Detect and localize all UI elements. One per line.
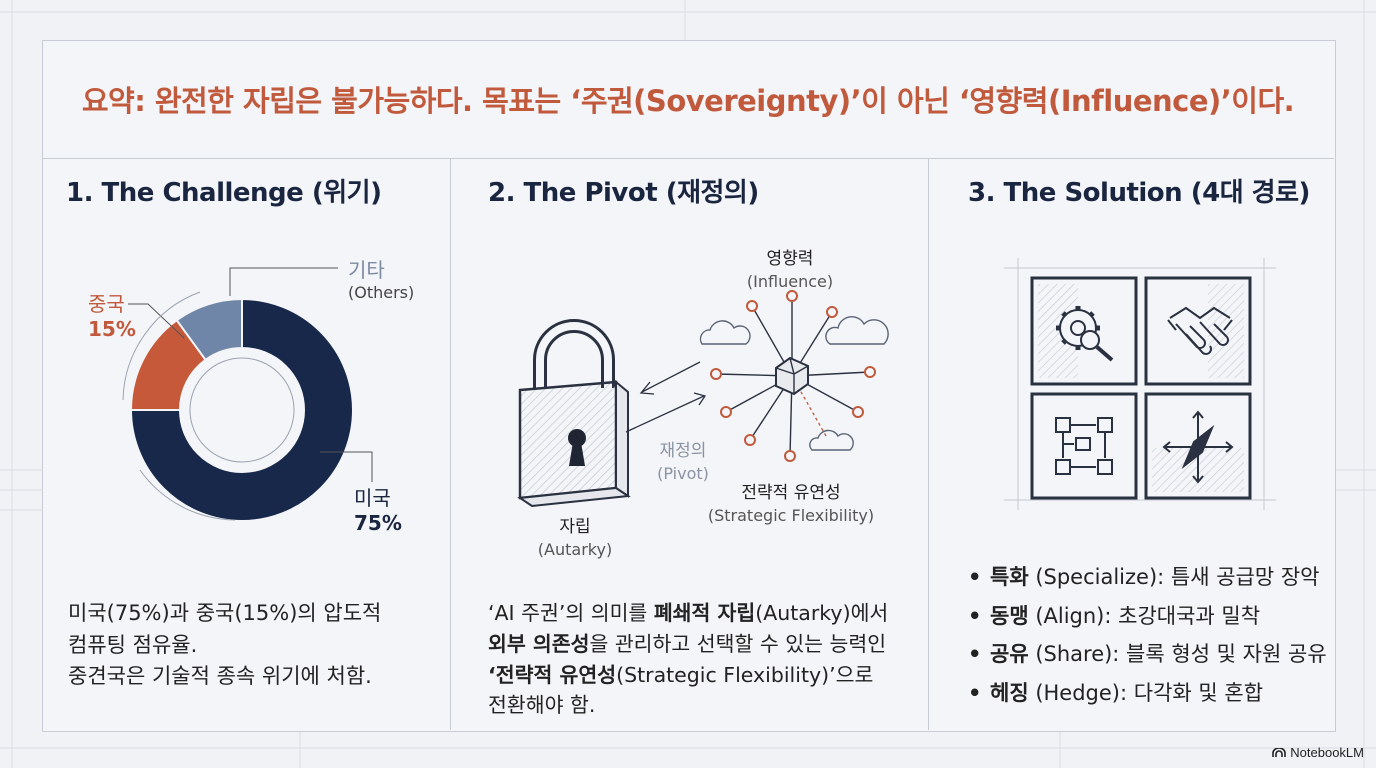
arc-guide [122, 291, 201, 401]
donut-inner-ring [189, 357, 295, 463]
solution-keyword: 공유 [990, 642, 1029, 666]
challenge-note-line: 중견국은 기술적 종속 위기에 처함. [68, 664, 372, 688]
influence-label-en: (Influence) [746, 271, 834, 291]
pivot-note-text: (Strategic Flexibility)’으로 [616, 662, 874, 687]
pivot-note-line: ‘AI 주권’의 의미를 폐쇄적 자립(Autarky)에서 [488, 598, 888, 629]
pivot-label-ko: 재정의 [659, 441, 707, 461]
flowchart-icon [1055, 417, 1113, 475]
challenge-note-line: 미국(75%)과 중국(15%)의 압도적 [68, 601, 382, 625]
bullet-dot: • [968, 565, 982, 589]
column-divider [928, 158, 929, 730]
autarky-label: 자립 (Autarky) [530, 516, 620, 561]
pivot-note-text: (Autarky)에서 [755, 601, 889, 625]
pivot-note-line: ‘전략적 유연성(Strategic Flexibility)’으로 [488, 660, 888, 691]
solution-text: (Hedge): 다각화 및 혼합 [1028, 680, 1264, 705]
pivot-label-en: (Pivot) [657, 463, 709, 483]
pivot-note-line: 외부 의존성을 관리하고 선택할 수 있는 능력인 [488, 629, 888, 660]
solution-keyword: 헤징 [990, 680, 1029, 705]
label-us-name: 미국 [354, 486, 391, 510]
solution-list: • 특화 (Specialize): 틈새 공급망 장악 • 동맹 (Align):… [968, 558, 1327, 712]
leader-line-others [229, 267, 338, 296]
solution-item-specialize: • 특화 (Specialize): 틈새 공급망 장악 [968, 558, 1327, 597]
solution-item-share: • 공유 (Share): 블록 형성 및 자원 공유 [968, 635, 1327, 674]
pivot-note-bold: 외부 의존성 [488, 631, 590, 656]
flexibility-label: 전략적 유연성 (Strategic Flexibility) [700, 482, 882, 527]
label-others: 기타 (Others) [348, 258, 414, 303]
pivot-note-bold: 폐쇄적 자립 [653, 601, 756, 625]
influence-network-icon [710, 290, 876, 462]
cloud-icon [699, 316, 889, 451]
label-us-value: 75% [354, 511, 402, 535]
influence-label: 영향력 (Influence) [740, 248, 840, 293]
label-china: 중국 15% [88, 292, 136, 342]
pivot-note-bold: ‘전략적 유연성 [488, 662, 617, 687]
flexibility-label-ko: 전략적 유연성 [741, 483, 841, 503]
compass-icon [1162, 410, 1234, 484]
label-others-sub: (Others) [348, 283, 415, 302]
handshake-icon [1167, 306, 1233, 355]
headline: 요약: 완전한 자립은 불가능하다. 목표는 ‘주권(Sovereignty)’… [42, 40, 1334, 159]
label-us: 미국 75% [354, 486, 402, 536]
pivot-note: ‘AI 주권’의 의미를 폐쇄적 자립(Autarky)에서 외부 의존성을 관… [488, 598, 888, 721]
challenge-note-line: 컴퓨팅 점유율. [68, 632, 198, 657]
column-divider [450, 158, 451, 730]
solution-text: (Share): 블록 형성 및 자원 공유 [1028, 642, 1327, 666]
label-china-value: 15% [88, 317, 136, 341]
leader-line-china [128, 303, 185, 339]
arc-guide [139, 469, 236, 521]
influence-label-ko: 영향력 [766, 249, 814, 269]
label-others-name: 기타 [348, 258, 385, 282]
autarky-label-ko: 자립 [559, 517, 591, 537]
pivot-label: 재정의 (Pivot) [648, 440, 718, 485]
gear-search-icon [1056, 306, 1114, 362]
pivot-title: 2. The Pivot (재정의) [488, 178, 759, 208]
donut-slice-others [175, 297, 243, 362]
notebooklm-logo-icon [1272, 747, 1287, 757]
challenge-title: 1. The Challenge (위기) [66, 178, 382, 208]
label-china-name: 중국 [88, 292, 125, 316]
bullet-dot: • [968, 603, 982, 628]
solution-text: (Align): 초강대국과 밀착 [1028, 603, 1261, 628]
four-paths-diagram [1004, 258, 1276, 510]
pivot-note-text: ‘AI 주권’의 의미를 [488, 601, 654, 625]
brand-watermark: NotebookLM [1272, 745, 1364, 760]
brand-name: NotebookLM [1290, 745, 1364, 760]
pivot-note-line: 전환해야 함. [488, 693, 596, 718]
solution-title: 3. The Solution (4대 경로) [968, 178, 1310, 208]
donut-slice-us [129, 297, 354, 522]
solution-keyword: 동맹 [990, 603, 1029, 628]
leader-line-us [320, 451, 373, 482]
flexibility-label-en: (Strategic Flexibility) [707, 505, 875, 525]
slide-frame [42, 40, 1336, 732]
challenge-note: 미국(75%)과 중국(15%)의 압도적 컴퓨팅 점유율. 중견국은 기술적 … [68, 598, 381, 693]
pivot-illustration [517, 290, 889, 508]
solution-item-hedge: • 헤징 (Hedge): 다각화 및 혼합 [968, 674, 1327, 713]
share-donut-chart [122, 267, 373, 522]
bullet-dot: • [968, 680, 982, 705]
solution-keyword: 특화 [990, 565, 1029, 589]
pivot-note-text: 을 관리하고 선택할 수 있는 능력인 [589, 631, 887, 656]
bullet-dot: • [968, 642, 982, 666]
solution-text: (Specialize): 틈새 공급망 장악 [1028, 565, 1320, 589]
padlock-icon [517, 319, 631, 508]
autarky-label-en: (Autarky) [537, 539, 613, 559]
pivot-arrows-icon [625, 361, 707, 433]
solution-item-align: • 동맹 (Align): 초강대국과 밀착 [968, 597, 1327, 636]
